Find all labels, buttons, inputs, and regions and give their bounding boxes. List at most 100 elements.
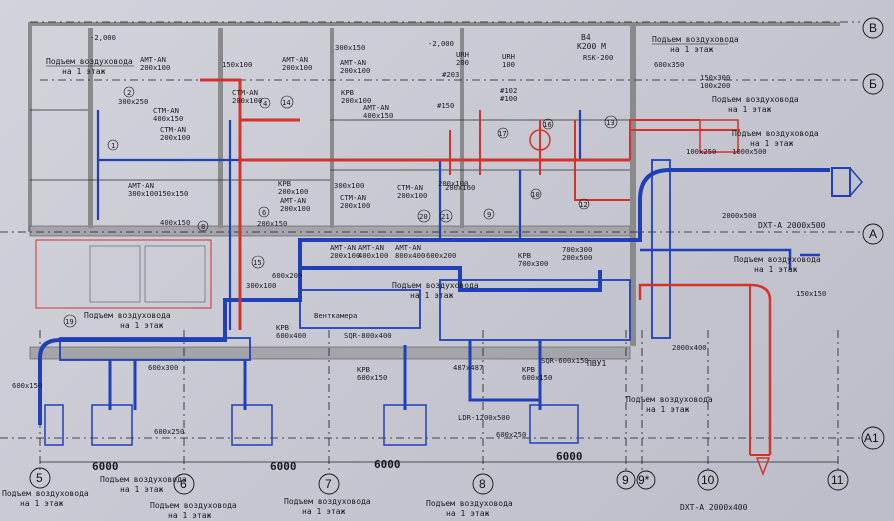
svg-text:16: 16: [543, 120, 552, 129]
lift-callout: Подъем воздуховода на 1 этаж: [732, 129, 819, 148]
svg-text:10: 10: [701, 473, 715, 487]
lift-callout: Подъем воздуховода на 1 этаж: [652, 35, 739, 54]
axis-bubble-col-9: 9: [616, 470, 636, 490]
svg-text:14: 14: [282, 98, 291, 107]
svg-text:300x250: 300x250: [118, 97, 148, 106]
sqr-label: SQR-800x400: [344, 331, 392, 340]
svg-text:Подъем воздуховода: Подъем воздуховода: [392, 281, 479, 290]
room-numbers: 2 1 4 14 15 19 6 8 20 21 9 16 13 17 10 1…: [63, 86, 618, 328]
svg-text:4: 4: [263, 99, 267, 108]
svg-text:8: 8: [201, 222, 205, 231]
lift-callout: Подъем воздуховода на 1 этаж: [100, 475, 187, 494]
svg-text:15: 15: [253, 258, 262, 267]
axis-bubble-row-a1: А1: [861, 426, 885, 450]
svg-text:2000x400: 2000x400: [672, 343, 707, 352]
lift-callout: Подъем воздуховода на 1 этаж: [626, 395, 713, 414]
k200-label: К200 М: [577, 42, 606, 51]
unit-label: ПВУ1: [587, 359, 606, 368]
elevation-mark: -2,000: [428, 39, 454, 48]
svg-text:на 1 этаж: на 1 этаж: [750, 139, 794, 148]
svg-text:Подъем воздуховода: Подъем воздуховода: [150, 501, 237, 510]
svg-text:600x250: 600x250: [496, 430, 526, 439]
svg-text:9: 9: [487, 210, 491, 219]
svg-text:300x100: 300x100: [246, 281, 276, 290]
svg-text:400x150: 400x150: [160, 218, 190, 227]
svg-text:600x300: 600x300: [148, 363, 178, 372]
lift-callout: Подъем воздуховода на 1 этаж: [46, 57, 134, 76]
span-label: 6000: [92, 460, 119, 473]
svg-text:20: 20: [419, 212, 428, 221]
sqr-label: SQR-600x150: [541, 356, 589, 365]
svg-text:Подъем воздуховода: Подъем воздуховода: [426, 499, 513, 508]
svg-text:6: 6: [262, 208, 266, 217]
axis-bubble-col-10: 10: [697, 469, 719, 491]
axis-bubble-col-5: 5: [29, 467, 51, 489]
svg-text:#150: #150: [437, 101, 454, 110]
svg-text:на 1 этаж: на 1 этаж: [20, 499, 64, 508]
svg-text:9: 9: [622, 473, 629, 487]
lift-callout: Подъем воздуховода на 1 этаж: [734, 255, 821, 274]
svg-text:600x350: 600x350: [654, 60, 684, 69]
svg-text:А: А: [869, 227, 877, 241]
span-label: 6000: [270, 460, 297, 473]
axis-bubble-row-b: Б: [862, 73, 884, 95]
svg-text:на 1 этаж: на 1 этаж: [168, 511, 212, 520]
svg-text:на 1 этаж: на 1 этаж: [62, 67, 106, 76]
svg-text:200x160: 200x160: [445, 183, 475, 192]
svg-text:21: 21: [441, 212, 450, 221]
svg-text:150x100: 150x100: [222, 60, 252, 69]
svg-text:487x487: 487x487: [453, 363, 483, 372]
svg-text:600x200: 600x200: [272, 271, 302, 280]
riser-stacks: [44, 404, 579, 446]
axis-bubble-row-a: А: [862, 223, 884, 245]
lift-callout: Подъем воздуховода на 1 этаж: [392, 281, 479, 300]
lift-callout: Подъем воздуховода на 1 этаж: [284, 497, 371, 516]
svg-text:5: 5: [36, 471, 43, 485]
svg-text:Подъем воздуховода: Подъем воздуховода: [284, 497, 371, 506]
svg-text:300x100: 300x100: [334, 181, 364, 190]
svg-text:Подъем воздуховода: Подъем воздуховода: [652, 35, 739, 44]
svg-text:Подъем воздуховода: Подъем воздуховода: [84, 311, 171, 320]
svg-text:19: 19: [65, 317, 74, 326]
axis-bubble-col-8: 8: [472, 473, 494, 495]
lift-callout: Подъем воздуховода на 1 этаж: [712, 95, 799, 114]
svg-text:200x100: 200x100: [438, 179, 468, 188]
dxt-top-label: DXT-A 2000x500: [758, 221, 826, 230]
span-label: 6000: [556, 450, 583, 463]
svg-text:150x150: 150x150: [158, 189, 188, 198]
svg-text:на 1 этаж: на 1 этаж: [754, 265, 798, 274]
rsk-label: RSK-200: [583, 53, 613, 62]
svg-text:на 1 этаж: на 1 этаж: [670, 45, 714, 54]
svg-text:на 1 этаж: на 1 этаж: [120, 321, 164, 330]
b4-label: В4: [581, 33, 591, 42]
lift-callout: Подъем воздуховода на 1 этаж: [84, 311, 171, 330]
fan-room-label: Венткамера: [314, 311, 357, 320]
axis-bubble-col-9star: 9*: [636, 470, 656, 490]
svg-text:1000x500: 1000x500: [732, 147, 767, 156]
svg-text:8: 8: [479, 477, 486, 491]
svg-text:на 1 этаж: на 1 этаж: [302, 507, 346, 516]
svg-text:13: 13: [606, 118, 615, 127]
svg-text:на 1 этаж: на 1 этаж: [646, 405, 690, 414]
svg-text:2: 2: [127, 88, 131, 97]
svg-text:200x150: 200x150: [257, 219, 287, 228]
svg-text:600x150: 600x150: [12, 381, 42, 390]
